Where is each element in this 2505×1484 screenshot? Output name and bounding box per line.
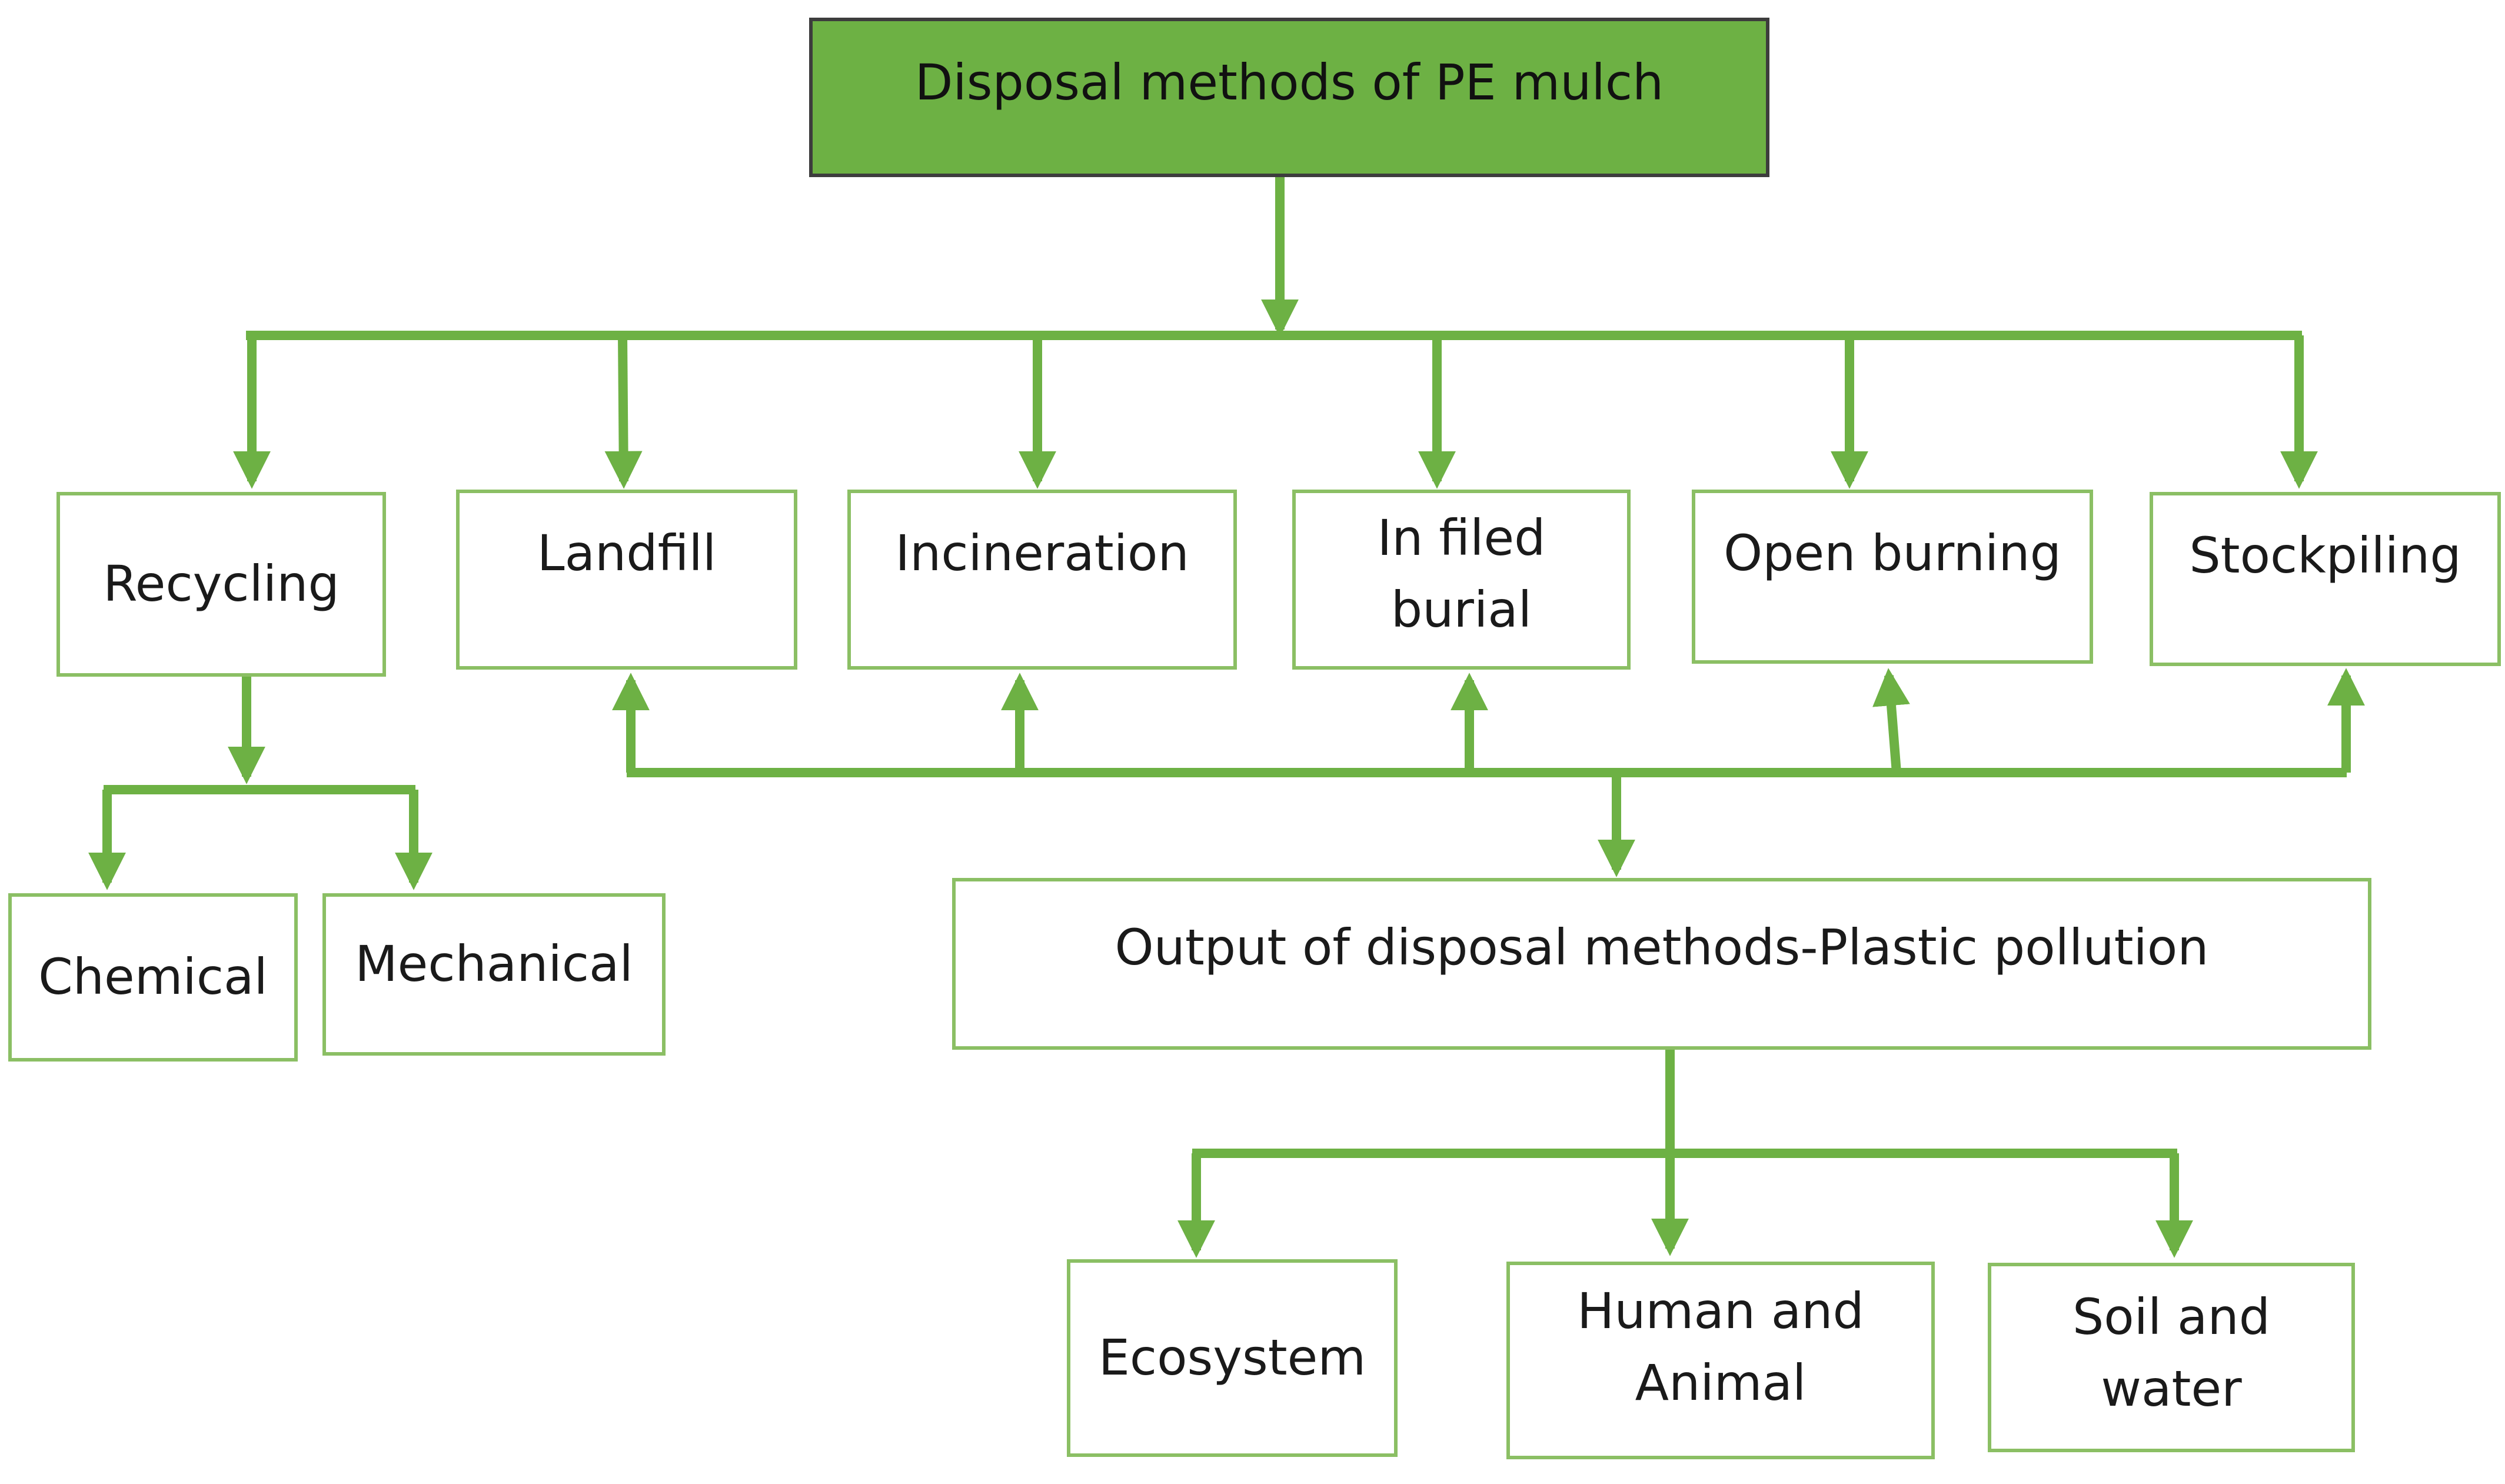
- impact-node-human-and-animal: Human and Animal: [1506, 1262, 1935, 1459]
- recycling-node-mechanical: Mechanical: [322, 893, 666, 1056]
- impact-label-human-and-animal: Human and Animal: [1577, 1282, 1864, 1412]
- impact-node-soil-and-water: Soil and water: [1988, 1263, 2355, 1452]
- method-node-in-filed-burial: In filed burial: [1292, 490, 1631, 670]
- output-node-plastic-pollution: Output of disposal methods-Plastic pollu…: [952, 878, 2371, 1050]
- recycling-node-chemical: Chemical: [8, 893, 298, 1062]
- connector-feedback-open-burning: [1872, 668, 1910, 773]
- method-node-landfill: Landfill: [456, 490, 797, 670]
- output-label: Output of disposal methods-Plastic pollu…: [1115, 919, 2209, 976]
- method-label-recycling: Recycling: [103, 555, 340, 613]
- impact-label-ecosystem: Ecosystem: [1098, 1329, 1366, 1387]
- root-label: Disposal methods of PE mulch: [914, 54, 1664, 111]
- connector-to-landfill: [604, 335, 643, 489]
- method-node-recycling: Recycling: [56, 492, 386, 677]
- method-label-in-filed-burial: In filed burial: [1377, 509, 1546, 638]
- recycling-label-chemical: Chemical: [38, 948, 268, 1006]
- impact-node-ecosystem: Ecosystem: [1067, 1259, 1398, 1457]
- method-node-open-burning: Open burning: [1692, 490, 2093, 664]
- method-label-stockpiling: Stockpiling: [2189, 527, 2461, 584]
- method-node-stockpiling: Stockpiling: [2150, 492, 2501, 666]
- method-label-incineration: Incineration: [895, 524, 1189, 582]
- method-node-incineration: Incineration: [847, 490, 1237, 670]
- method-label-landfill: Landfill: [537, 524, 717, 582]
- method-label-open-burning: Open burning: [1724, 524, 2061, 582]
- root-node-disposal-methods: Disposal methods of PE mulch: [809, 18, 1769, 177]
- recycling-label-mechanical: Mechanical: [355, 935, 633, 993]
- impact-label-soil-and-water: Soil and water: [2072, 1288, 2271, 1418]
